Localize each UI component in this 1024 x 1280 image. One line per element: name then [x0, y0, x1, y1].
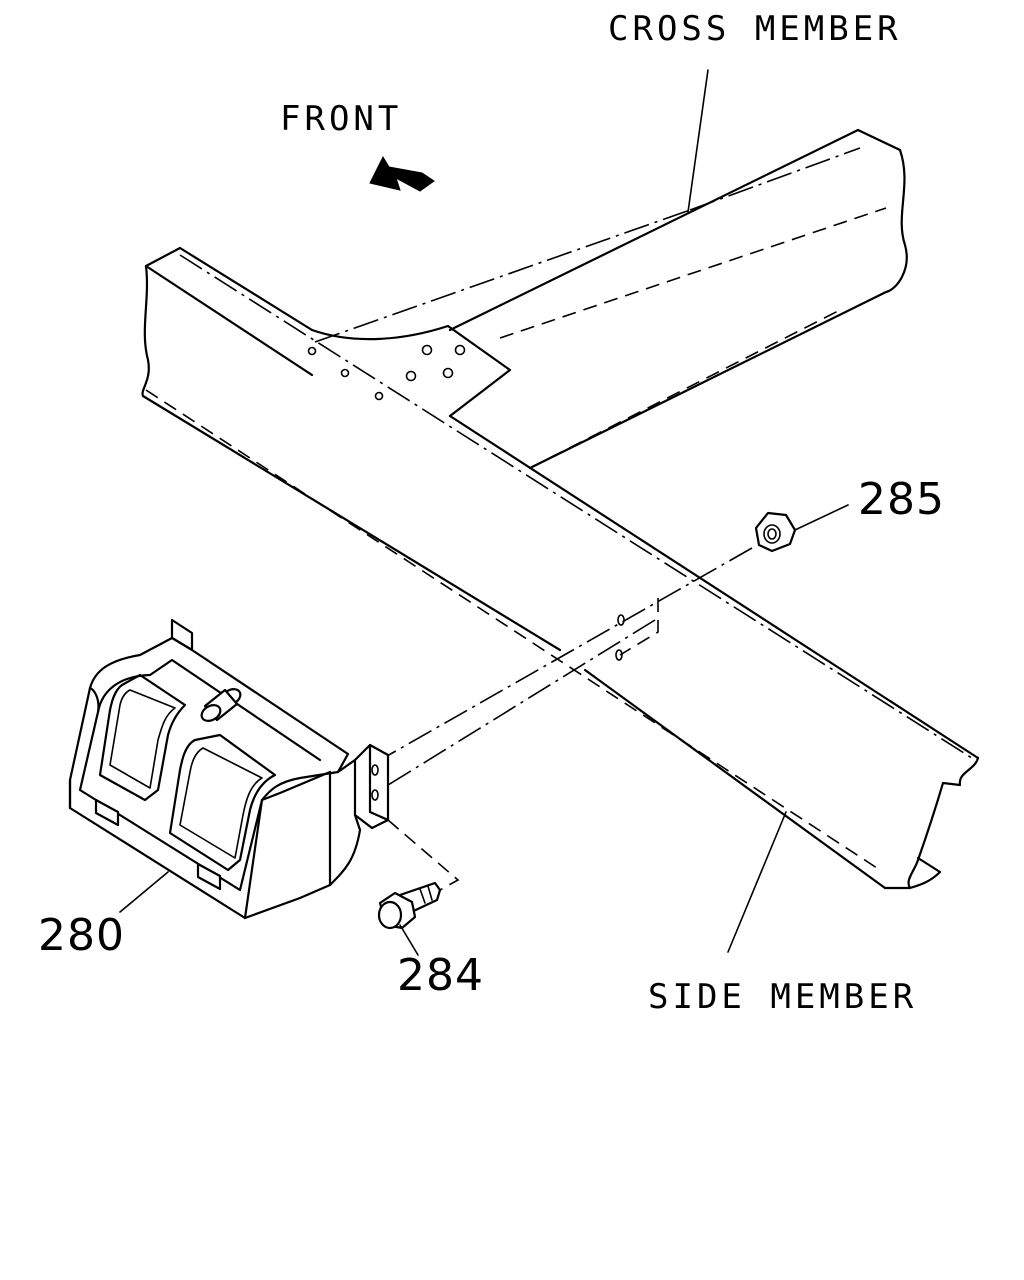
nut-285: [754, 504, 849, 553]
side-member-leader: [727, 811, 787, 953]
callout-285: 285: [858, 474, 945, 525]
front-label: FRONT: [280, 99, 402, 139]
cross-member-leader: [687, 69, 709, 213]
side-member-label: SIDE MEMBER: [648, 977, 917, 1017]
side-member: [141, 246, 980, 890]
fastener-axis-upper: [379, 547, 753, 761]
cross-member-label: CROSS MEMBER: [608, 9, 902, 49]
bolt-axis: [387, 819, 460, 891]
callout-284: 284: [397, 950, 484, 1001]
part-280-assembly: [68, 618, 390, 920]
callout-280: 280: [38, 910, 125, 961]
cross-member: [307, 128, 908, 470]
bolt-284: [377, 881, 442, 956]
fastener-axis-lower: [379, 619, 656, 791]
front-arrow-icon: [369, 155, 435, 192]
